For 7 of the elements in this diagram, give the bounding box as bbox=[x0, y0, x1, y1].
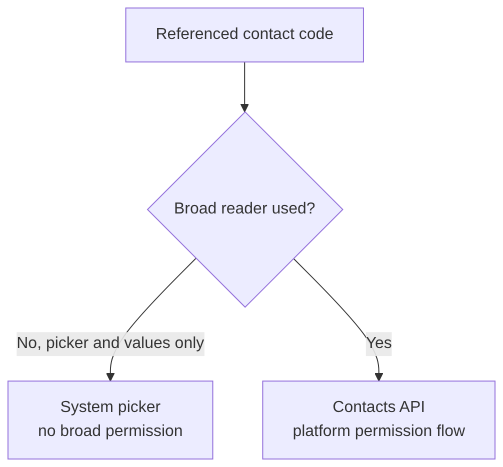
arrow bbox=[240, 61, 250, 112]
node-diamond: Broad reader used? bbox=[146, 111, 344, 308]
node-box: Referenced contact code bbox=[125, 8, 364, 62]
edge-label: Yes bbox=[366, 335, 392, 352]
node-box: System picker no broad permission bbox=[8, 380, 214, 460]
edge-label: No, picker and values only bbox=[16, 335, 204, 352]
node-box: Contacts API platform permission flow bbox=[262, 380, 496, 460]
